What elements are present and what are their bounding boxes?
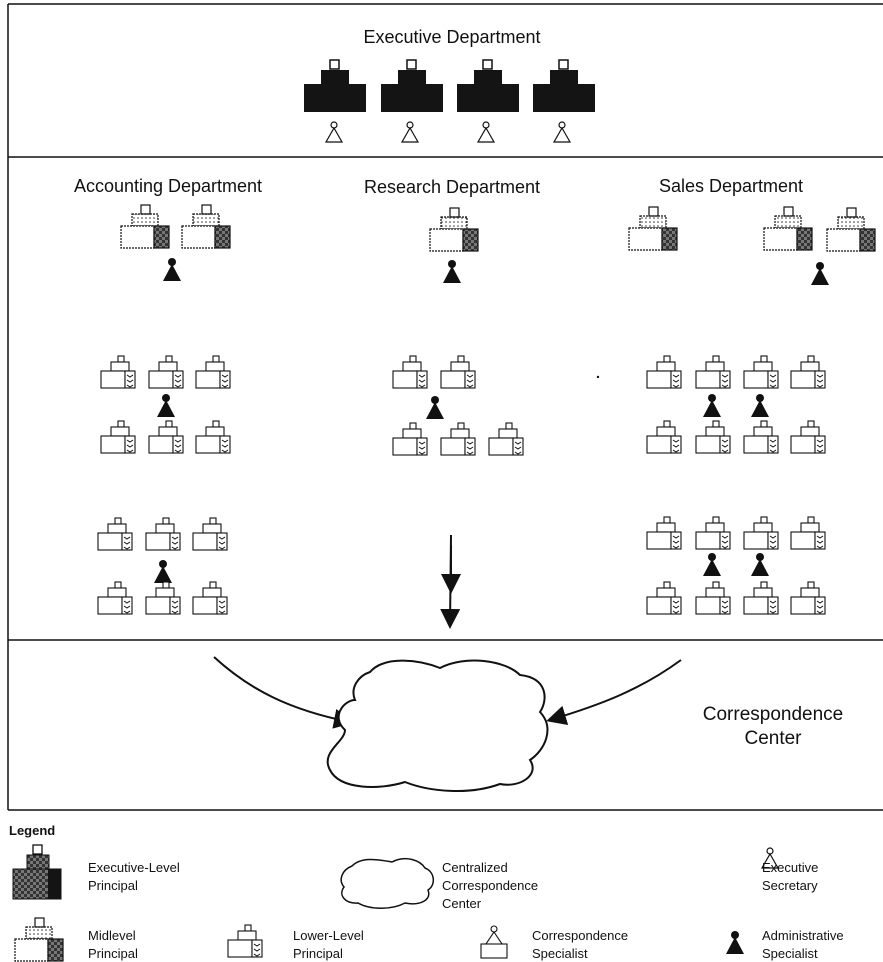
lower-principal-icon <box>192 517 228 551</box>
lower-principal-icon <box>488 422 524 456</box>
legend-exec-principal-l1: Executive-Level <box>88 860 180 875</box>
lower-principal-icon <box>646 581 682 615</box>
executive-secretary-icon <box>760 847 780 869</box>
left-curved-arrow-icon <box>213 656 354 729</box>
lower-principal-icon <box>195 355 231 389</box>
speck <box>596 375 600 379</box>
lower-principal-icon <box>646 355 682 389</box>
lower-principal-icon <box>790 355 826 389</box>
midlevel-principal-icon <box>14 917 64 962</box>
midlevel-principal-icon <box>826 207 876 252</box>
lower-principal-icon <box>227 924 263 958</box>
midlevel-principal-icon <box>429 207 479 252</box>
legend-corr-specialist-l1: Correspondence <box>532 928 628 943</box>
right-curved-arrow-icon <box>546 659 682 725</box>
administrative-specialist-icon <box>726 931 744 954</box>
midlevel-principal-icon <box>181 204 231 249</box>
administrative-specialist-icon <box>751 394 769 417</box>
legend-center-l3: Center <box>442 896 482 911</box>
lower-principal-icon <box>192 581 228 615</box>
legend-exec-secretary-l2: Secretary <box>762 878 818 893</box>
accounting-department-title: Accounting Department <box>74 176 262 196</box>
executive-secretary-icon <box>400 121 420 143</box>
icon-layer <box>12 59 876 962</box>
legend-exec-secretary-l1: Executive <box>762 860 818 875</box>
lower-principal-icon <box>695 355 731 389</box>
midlevel-principal-icon <box>120 204 170 249</box>
administrative-specialist-icon <box>157 394 175 417</box>
lower-principal-icon <box>646 420 682 454</box>
lower-principal-icon <box>148 355 184 389</box>
legend-heading: Legend <box>9 823 55 838</box>
administrative-specialist-icon <box>811 262 829 285</box>
legend-lower-principal-l2: Principal <box>293 946 343 961</box>
lower-principal-icon <box>100 355 136 389</box>
executive-secretary-icon <box>324 121 344 143</box>
sales-department-title: Sales Department <box>659 176 803 196</box>
lower-principal-icon <box>97 517 133 551</box>
correspondence-center-label-line2: Center <box>744 728 802 749</box>
lower-principal-icon <box>148 420 184 454</box>
lower-principal-icon <box>145 517 181 551</box>
executive-secretary-icon <box>476 121 496 143</box>
lower-principal-icon <box>97 581 133 615</box>
executive-principal-icon <box>381 59 443 112</box>
legend-exec-principal-l2: Principal <box>88 878 138 893</box>
legend-exec-principal-icon <box>12 844 62 900</box>
executive-principal-icon <box>304 59 366 112</box>
research-department-title: Research Department <box>364 177 540 197</box>
lower-principal-icon <box>392 422 428 456</box>
lower-principal-icon <box>743 355 779 389</box>
administrative-specialist-icon <box>703 553 721 576</box>
midlevel-principal-icon <box>628 206 678 251</box>
lower-principal-icon <box>100 420 136 454</box>
legend-center-l2: Correspondence <box>442 878 538 893</box>
lower-principal-icon <box>695 516 731 550</box>
lower-principal-icon <box>145 581 181 615</box>
executive-secretary-icon <box>552 121 572 143</box>
lower-principal-icon <box>440 422 476 456</box>
administrative-specialist-icon <box>443 260 461 283</box>
lower-principal-icon <box>392 355 428 389</box>
correspondence-specialist-icon <box>480 925 508 959</box>
midlevel-principal-icon <box>763 206 813 251</box>
frame <box>7 3 883 811</box>
correspondence-center-label-line1: Correspondence <box>703 704 843 725</box>
executive-principal-icon <box>457 59 519 112</box>
administrative-specialist-icon <box>154 560 172 583</box>
lower-principal-icon <box>695 420 731 454</box>
executive-principal-icon <box>533 59 595 112</box>
legend-admin-specialist-l1: Administrative <box>762 928 844 943</box>
administrative-specialist-icon <box>426 396 444 419</box>
legend-center-blob <box>340 857 434 909</box>
administrative-specialist-icon <box>163 258 181 281</box>
lower-principal-icon <box>790 516 826 550</box>
lower-principal-icon <box>743 516 779 550</box>
administrative-specialist-icon <box>703 394 721 417</box>
legend-corr-specialist-l2: Specialist <box>532 946 588 961</box>
executive-department-title: Executive Department <box>363 27 540 47</box>
lower-principal-icon <box>790 581 826 615</box>
flow-arrows <box>213 534 682 729</box>
lower-principal-icon <box>743 581 779 615</box>
lower-principal-icon <box>440 355 476 389</box>
lower-principal-icon <box>743 420 779 454</box>
correspondence-center-blob <box>326 659 549 792</box>
legend-admin-specialist-l2: Specialist <box>762 946 818 961</box>
lower-principal-icon <box>646 516 682 550</box>
legend-lower-principal-l1: Lower-Level <box>293 928 364 943</box>
lower-principal-icon <box>195 420 231 454</box>
legend-mid-principal-l1: Midlevel <box>88 928 136 943</box>
legend-mid-principal-l2: Principal <box>88 946 138 961</box>
lower-principal-icon <box>695 581 731 615</box>
legend-center-l1: Centralized <box>442 860 508 875</box>
administrative-specialist-icon <box>751 553 769 576</box>
lower-principal-icon <box>790 420 826 454</box>
